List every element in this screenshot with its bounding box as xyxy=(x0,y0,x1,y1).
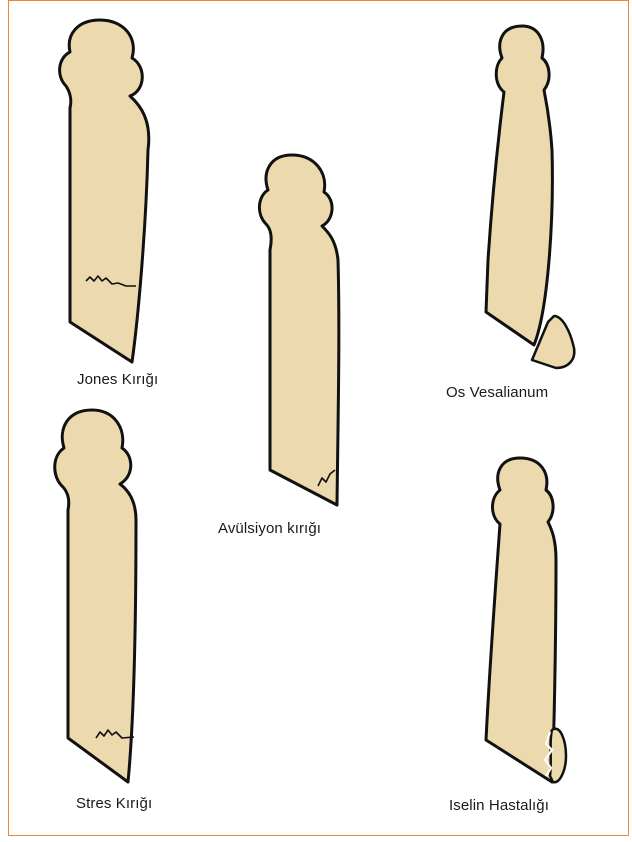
stress-fracture-bone xyxy=(55,410,136,782)
iselin-apophysis-fragment xyxy=(550,729,566,782)
jones-fracture-bone xyxy=(60,20,149,362)
stress-fracture-label: Stres Kırığı xyxy=(76,795,152,812)
iselin-disease-label: Iselin Hastalığı xyxy=(449,797,549,814)
os-vesalianum-bone xyxy=(486,26,574,368)
avulsion-fracture-bone xyxy=(259,155,338,505)
avulsion-fracture-label: Avülsiyon kırığı xyxy=(218,520,321,537)
os-vesalianum-label: Os Vesalianum xyxy=(446,384,548,401)
iselin-disease-bone xyxy=(486,458,566,782)
jones-fracture-label: Jones Kırığı xyxy=(77,371,158,388)
